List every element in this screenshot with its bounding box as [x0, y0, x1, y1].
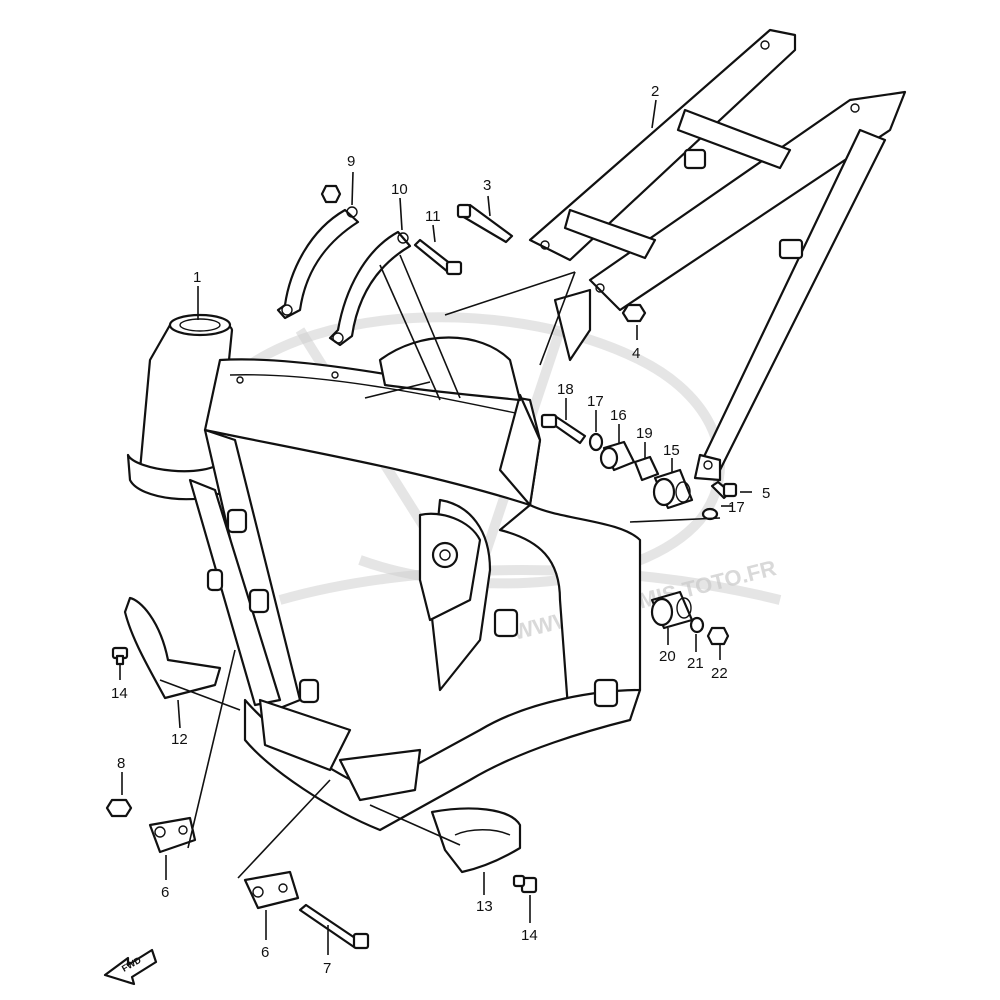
bushing-20	[650, 590, 694, 630]
callout-17-top: 17	[587, 393, 604, 410]
bolt-5	[710, 480, 738, 500]
bolt-14-right	[512, 874, 538, 894]
bolt-11	[413, 238, 463, 276]
collar-16	[599, 440, 636, 472]
callout-4: 4	[632, 345, 640, 362]
callout-15: 15	[663, 442, 680, 459]
callout-2: 2	[651, 83, 659, 100]
callout-13: 13	[476, 898, 493, 915]
callout-3: 3	[483, 177, 491, 194]
bolt-18	[540, 413, 587, 445]
callout-6-lower: 6	[261, 944, 269, 961]
collar-19	[633, 455, 660, 482]
guard-13	[430, 807, 522, 874]
callout-16: 16	[610, 407, 627, 424]
bracket-9	[276, 206, 360, 320]
callout-7: 7	[323, 960, 331, 977]
bushing-15	[652, 468, 694, 510]
guard-12	[123, 596, 222, 700]
nut-22	[706, 626, 730, 646]
nut-9	[320, 184, 342, 204]
callout-8: 8	[117, 755, 125, 772]
callout-5: 5	[762, 485, 770, 502]
callout-labels: 1 2 3 4 5 6 6 7 8 9 10 11 12 13 14 14 15…	[111, 83, 770, 977]
fwd-arrow: FWD	[103, 948, 158, 986]
callout-9: 9	[347, 153, 355, 170]
nut-8	[105, 798, 133, 818]
bolt-7	[298, 903, 370, 950]
callout-19: 19	[636, 425, 653, 442]
main-frame	[126, 313, 642, 832]
leader-lines	[119, 99, 752, 955]
callout-17-bottom: 17	[728, 499, 745, 516]
bolt-14-left	[111, 646, 129, 666]
bracket-10	[328, 230, 412, 347]
sub-frame	[528, 28, 907, 482]
mount-bracket-6-upper	[148, 816, 197, 854]
callout-1: 1	[193, 269, 201, 286]
callout-14-right: 14	[521, 927, 538, 944]
mount-bracket-6-lower	[243, 870, 300, 910]
callout-22: 22	[711, 665, 728, 682]
washer-21	[689, 616, 705, 634]
callout-21: 21	[687, 655, 704, 672]
callout-6-upper: 6	[161, 884, 169, 901]
callout-14-left: 14	[111, 685, 128, 702]
callout-20: 20	[659, 648, 676, 665]
nut-4	[621, 303, 647, 323]
callout-11: 11	[425, 208, 441, 225]
callout-12: 12	[171, 731, 188, 748]
callout-18: 18	[557, 381, 574, 398]
bolt-3	[456, 203, 514, 244]
washer-17-top	[588, 432, 604, 452]
callout-10: 10	[391, 181, 408, 198]
